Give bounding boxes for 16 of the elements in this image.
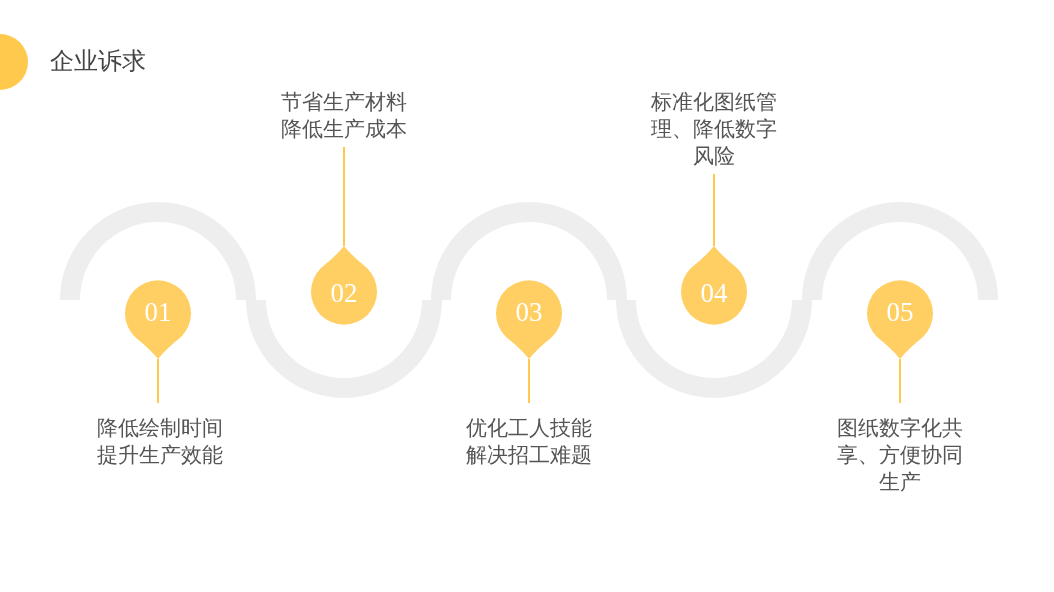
leader-line bbox=[899, 358, 901, 404]
leader-line bbox=[713, 173, 715, 247]
leader-line bbox=[528, 358, 530, 404]
slide-title: 企业诉求 bbox=[50, 48, 146, 75]
caption-text: 图纸数字化共享、方便协同生产 bbox=[830, 415, 970, 496]
caption-text: 标准化图纸管理、降低数字风险 bbox=[644, 89, 784, 170]
drop-marker: 02 bbox=[311, 246, 377, 326]
leader-line bbox=[157, 358, 159, 404]
drop-marker: 04 bbox=[681, 246, 747, 326]
caption-text: 节省生产材料降低生产成本 bbox=[274, 89, 414, 143]
leader-line bbox=[343, 146, 345, 247]
caption-text: 优化工人技能解决招工难题 bbox=[459, 415, 599, 469]
drop-marker: 03 bbox=[496, 279, 562, 359]
drop-marker: 01 bbox=[125, 279, 191, 359]
caption-text: 降低绘制时间提升生产效能 bbox=[90, 415, 230, 469]
drop-marker: 05 bbox=[867, 279, 933, 359]
